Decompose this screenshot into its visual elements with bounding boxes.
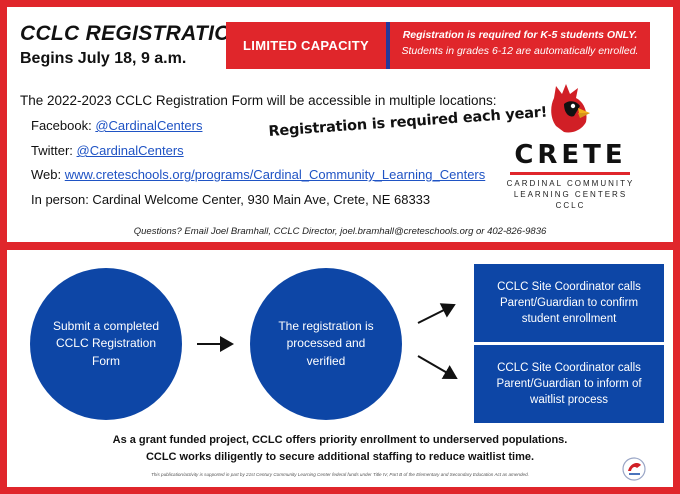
- cclc-emblem-icon: [622, 457, 646, 481]
- crete-cclc-logo: CRETE CARDINAL COMMUNITY LEARNING CENTER…: [488, 82, 653, 212]
- limited-capacity-badge: LIMITED CAPACITY: [226, 22, 386, 69]
- facebook-label: Facebook:: [31, 118, 92, 133]
- flow-outcome-confirm: CCLC Site Coordinator calls Parent/Guard…: [474, 264, 664, 342]
- registration-notice: Registration is required for K-5 student…: [390, 22, 650, 69]
- web-link[interactable]: www.creteschools.org/programs/Cardinal_C…: [64, 167, 486, 182]
- fine-print: This publication/activity is supported i…: [151, 472, 529, 477]
- flow-outcome-waitlist: CCLC Site Coordinator calls Parent/Guard…: [474, 345, 664, 423]
- footer-line-1: As a grant funded project, CCLC offers p…: [112, 434, 568, 446]
- notice-line-1: Registration is required for K-5 student…: [402, 29, 638, 41]
- twitter-label: Twitter:: [31, 143, 73, 158]
- location-twitter: Twitter: @CardinalCenters: [31, 143, 184, 158]
- logo-line-2: LEARNING CENTERS: [513, 189, 628, 199]
- contact-questions: Questions? Email Joel Bramhall, CCLC Dir…: [133, 226, 547, 237]
- logo-subtext: CARDINAL COMMUNITY LEARNING CENTERS CCLC: [488, 179, 653, 211]
- badge-separator: [386, 22, 390, 69]
- intro-text: The 2022-2023 CCLC Registration Form wil…: [20, 93, 497, 108]
- location-facebook: Facebook: @CardinalCenters: [31, 118, 202, 133]
- facebook-link[interactable]: @CardinalCenters: [95, 118, 203, 133]
- location-web: Web: www.creteschools.org/programs/Cardi…: [31, 167, 485, 182]
- logo-wordmark: CRETE: [514, 140, 627, 170]
- twitter-link[interactable]: @CardinalCenters: [76, 143, 184, 158]
- web-label: Web:: [31, 167, 62, 182]
- logo-line-1: CARDINAL COMMUNITY: [506, 179, 635, 188]
- flow-step-processed: The registration is processed and verifi…: [250, 268, 402, 420]
- section-divider: [0, 242, 680, 250]
- logo-line-3: CCLC: [555, 200, 586, 210]
- footer-statement: As a grant funded project, CCLC offers p…: [0, 432, 680, 465]
- flow-step-submit: Submit a completed CCLC Registration For…: [30, 268, 182, 420]
- footer-line-2: CCLC works diligently to secure addition…: [145, 450, 535, 463]
- cardinal-icon: [551, 84, 590, 133]
- page-title: CCLC REGISTRATION: [20, 22, 247, 45]
- notice-line-2: Students in grades 6-12 are automaticall…: [401, 44, 639, 57]
- logo-underline: [510, 172, 630, 175]
- page-subtitle: Begins July 18, 9 a.m.: [20, 50, 187, 67]
- location-in-person: In person: Cardinal Welcome Center, 930 …: [31, 192, 431, 207]
